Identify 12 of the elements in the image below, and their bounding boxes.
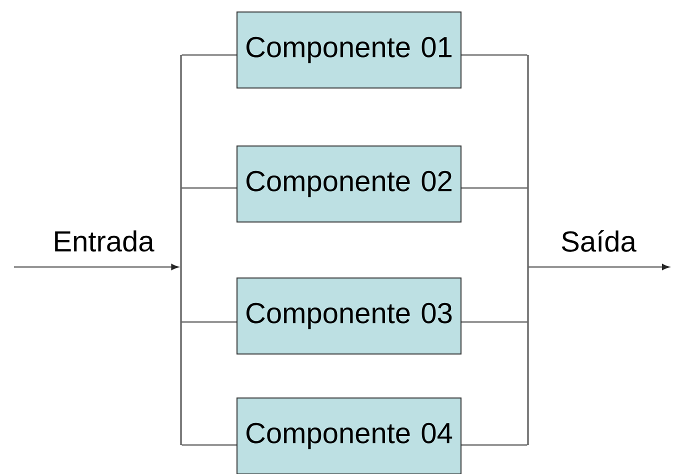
connector [528,264,670,270]
component-box: Componente 02 [236,146,462,222]
component-box: Componente 01 [236,12,462,88]
connector [181,54,237,56]
connector [461,54,528,56]
component-box: Componente 03 [236,278,462,354]
component-box: Componente 04 [236,398,462,474]
edge-label: Entrada [55,230,154,252]
connector [14,264,179,270]
connector [181,444,237,446]
edge-label: Saída [562,230,636,252]
connector [461,444,528,446]
